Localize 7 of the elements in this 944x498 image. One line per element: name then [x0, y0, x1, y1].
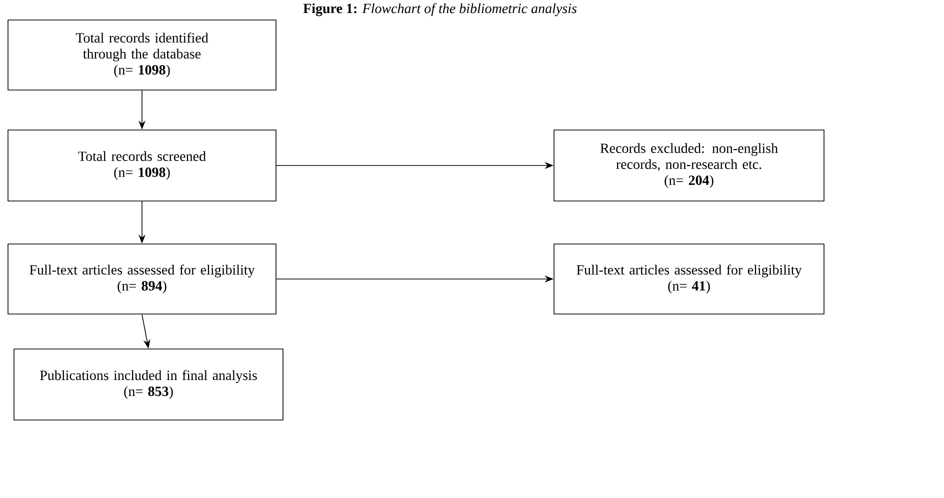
process-box: Full-text articles assessed for eligibility (n= 894) — [8, 244, 276, 314]
process-box: Records excluded: non-english records, non-research etc. (n= 204) — [554, 130, 824, 202]
process-box: Publications included in final analysis (n= 853) — [14, 348, 284, 420]
figure-title: Figure 1: Flowchart of the bibliometric analysis — [303, 3, 577, 16]
process-box: Total records identified through the database (n= 1098) — [8, 20, 276, 90]
process-box: Total records screened (n= 1098) — [8, 130, 276, 202]
process-box: Full-text articles assessed for eligibility (n= 41) — [554, 244, 824, 314]
